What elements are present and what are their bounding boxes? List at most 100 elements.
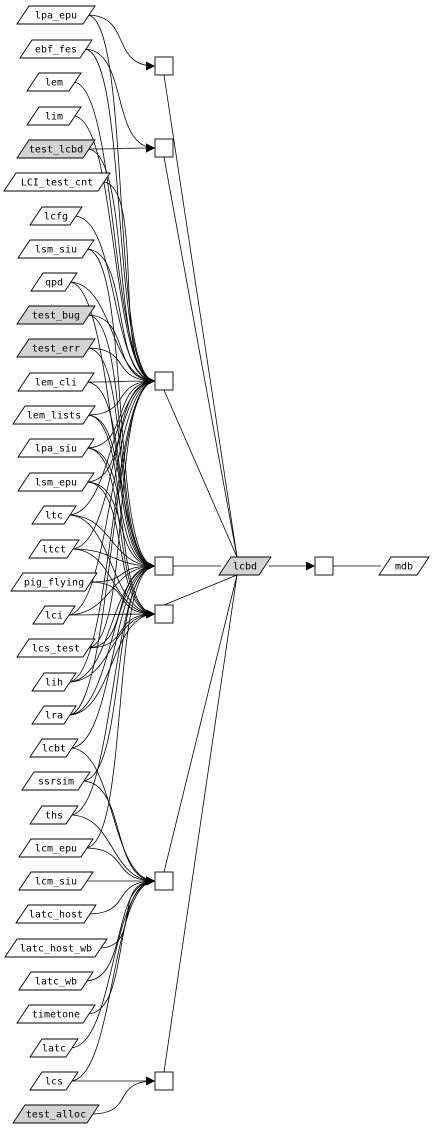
dependency-edge	[85, 381, 156, 571]
dependency-edge	[67, 376, 156, 516]
dependency-edge	[86, 314, 156, 386]
dependency-edge	[85, 376, 156, 449]
package-shape	[12, 1104, 100, 1124]
package-node: ltct	[28, 539, 80, 559]
package-label: test_lcbd	[29, 145, 83, 156]
package-node: lra	[31, 705, 77, 725]
package-shape	[18, 871, 94, 891]
dependency-edge	[69, 561, 156, 749]
package-shape	[29, 1071, 79, 1091]
package-shape	[10, 572, 98, 592]
package-shape	[17, 438, 95, 458]
package-node: test_lcbd	[16, 139, 96, 159]
dependency-edge	[67, 561, 156, 716]
package-node: latc_host_wb	[4, 938, 108, 958]
package-node: ths	[29, 805, 79, 825]
package-node: test_alloc	[12, 1104, 100, 1124]
package-shape	[28, 539, 80, 559]
connector-edge	[163, 574, 238, 873]
dependency-edge	[68, 281, 156, 386]
dependency-edge	[85, 248, 156, 386]
connector-edge	[163, 74, 238, 558]
package-node: lcm_epu	[18, 838, 94, 858]
package-shape	[29, 206, 83, 226]
package-shape	[16, 338, 96, 358]
package-node: timetone	[16, 1004, 96, 1024]
connector-edge	[163, 574, 238, 606]
package-label: lsm_siu	[35, 245, 77, 256]
package-shape	[16, 5, 96, 25]
package-label: test_err	[32, 344, 80, 355]
package-shape	[16, 305, 96, 325]
package-node: lem	[26, 72, 82, 92]
package-shape	[16, 638, 96, 658]
package-shape	[15, 904, 97, 924]
package-label: lcm_epu	[35, 844, 77, 855]
package-label: lcfg	[44, 212, 68, 223]
package-label: test_bug	[32, 311, 80, 322]
package-label: lpa_siu	[35, 444, 77, 455]
connector-box	[154, 371, 174, 391]
package-label: ebf_fes	[35, 45, 77, 56]
package-shape	[26, 72, 82, 92]
dependency-edge	[98, 876, 156, 949]
package-node: latc_host	[15, 904, 97, 924]
package-label: ths	[45, 811, 63, 822]
dependency-edge	[70, 548, 156, 571]
dependency-edge	[85, 248, 156, 571]
package-label: lpa_epu	[35, 11, 77, 22]
connector-box	[314, 556, 334, 576]
package-label: LCI_test_cnt	[21, 178, 93, 189]
dependency-edge	[84, 876, 156, 982]
package-node: lsm_epu	[17, 472, 95, 492]
dependency-edge	[67, 561, 156, 683]
package-label: lem	[45, 78, 63, 89]
package-shape	[12, 405, 96, 425]
package-node: test_err	[16, 338, 96, 358]
dependency-edge	[70, 548, 156, 619]
package-shape	[378, 556, 430, 576]
package-shape	[18, 971, 94, 991]
package-node: qpd	[30, 272, 78, 292]
dependency-edge	[67, 609, 156, 683]
package-label: ltct	[42, 545, 66, 556]
package-node: latc_wb	[18, 971, 94, 991]
package-node: ssrsim	[21, 771, 91, 791]
connector-box	[154, 556, 174, 576]
package-node: lem_cli	[17, 372, 95, 392]
package-label: lcm_siu	[35, 877, 77, 888]
dependency-edge	[85, 447, 156, 619]
package-node: lsm_siu	[17, 239, 95, 259]
connector-edge	[163, 156, 238, 558]
package-label: lci	[45, 611, 63, 622]
package-label: qpd	[45, 278, 63, 289]
package-label: ssrsim	[38, 777, 74, 788]
dependency-edge	[86, 414, 156, 571]
dependency-edge	[84, 561, 156, 849]
dependency-edge	[66, 561, 156, 616]
package-label: lcbd	[233, 562, 257, 573]
dependency-edge	[66, 376, 156, 616]
center-package-node: lcbd	[218, 556, 272, 576]
package-shape	[31, 705, 77, 725]
package-shape	[29, 1038, 79, 1058]
dependency-edge	[67, 514, 156, 571]
package-shape	[26, 106, 82, 126]
package-shape	[32, 605, 76, 625]
package-node: lcs	[29, 1071, 79, 1091]
package-label: lem_lists	[27, 411, 81, 422]
dependency-edge	[69, 814, 156, 886]
package-shape	[17, 239, 95, 259]
dependency-edge	[84, 847, 156, 886]
package-shape	[29, 738, 79, 758]
package-shape	[31, 505, 77, 525]
package-label: mdb	[395, 562, 413, 573]
package-node: lcm_siu	[18, 871, 94, 891]
package-node: lpa_siu	[17, 438, 95, 458]
dependency-edge	[86, 14, 156, 386]
package-label: lim	[45, 112, 63, 123]
dependency-edge	[86, 347, 156, 571]
package-label: lcs	[45, 1077, 63, 1088]
